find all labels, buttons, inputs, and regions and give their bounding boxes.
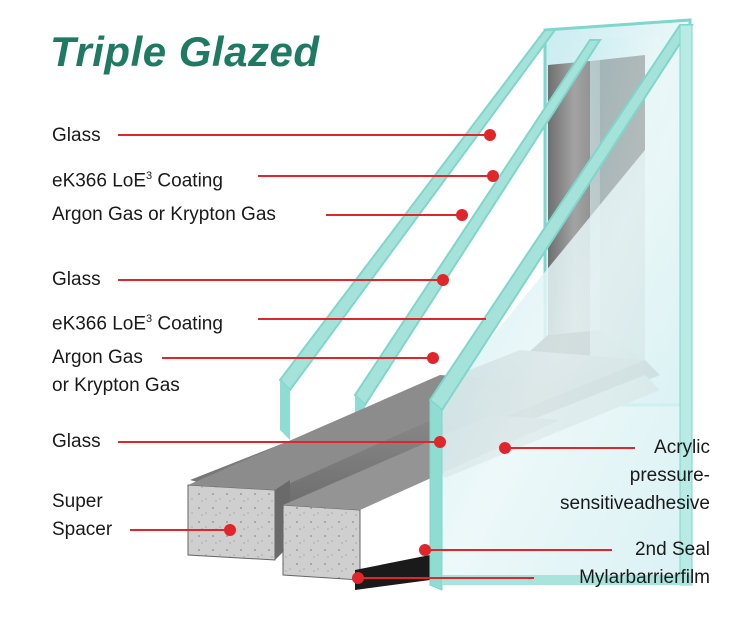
label-adhesive-line2: pressure- — [629, 465, 710, 486]
label-coating-1: eK366 LoE3 Coating — [52, 170, 223, 192]
label-spacer-line2: Spacer — [52, 519, 113, 540]
leader-lines — [118, 129, 635, 584]
label-gas-2-line2: or Krypton Gas — [52, 375, 180, 396]
label-seal: 2nd Seal — [634, 539, 710, 560]
label-gas-2-line1: Argon Gas — [52, 347, 143, 368]
label-glass-2: Glass — [52, 269, 101, 290]
label-gas-1: Argon Gas or Krypton Gas — [52, 204, 276, 225]
label-glass-3: Glass — [52, 431, 101, 452]
label-coating-2: eK366 LoE3 Coating — [52, 313, 223, 335]
label-spacer-line1: Super — [52, 491, 103, 512]
label-adhesive-line3: sensitiveadhesive — [560, 493, 710, 514]
label-adhesive-line1: Acrylic — [654, 437, 710, 458]
glass-pane-front — [428, 24, 694, 591]
label-mylar: Mylarbarrierfilm — [579, 567, 710, 588]
diagram-title: Triple Glazed — [50, 28, 320, 75]
label-glass-1: Glass — [52, 125, 101, 146]
